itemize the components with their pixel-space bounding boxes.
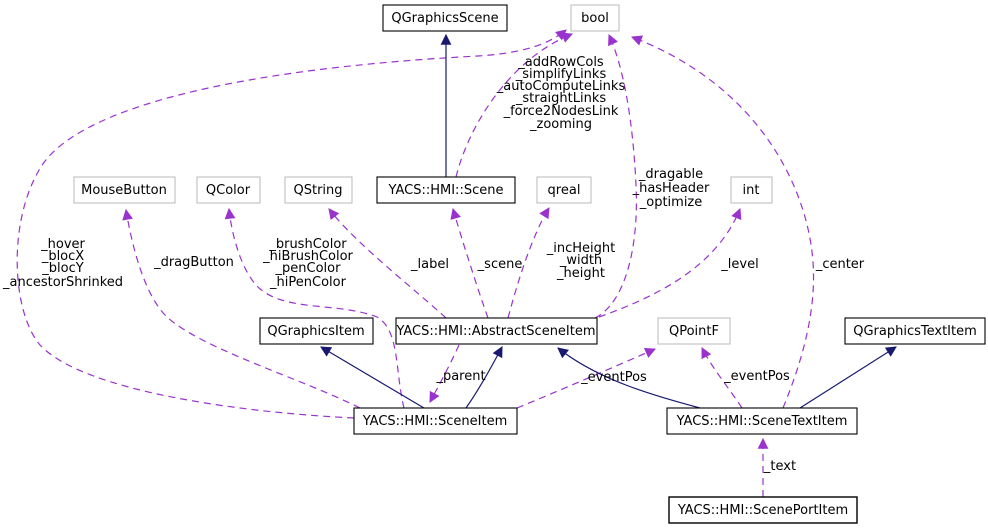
- edge-label: _autoComputeLinks: [496, 79, 626, 94]
- edge-usage-abstractsceneitem-to-qstring: [328, 208, 447, 319]
- edge-label: _hiPenColor: [269, 275, 347, 290]
- node-qgraphicstextitem[interactable]: QGraphicsTextItem: [844, 317, 986, 345]
- edge-usage-scene-to-bool: [455, 32, 574, 178]
- edge-label: _incHeight: [546, 241, 615, 256]
- edge-label: _eventPos: [580, 370, 647, 385]
- node-sceneitem-box[interactable]: [353, 407, 518, 435]
- node-qstring-box: [284, 176, 353, 204]
- node-qgraphicstextitem-label: QGraphicsTextItem: [853, 324, 977, 339]
- node-scenetextitem[interactable]: YACS::HMI::SceneTextItem: [666, 407, 858, 435]
- node-abstractsceneitem-label: YACS::HMI::AbstractSceneItem: [395, 324, 595, 339]
- node-qpointf: QPointF: [657, 317, 731, 345]
- edge-usage-abstractsceneitem-to-bool: [594, 34, 637, 319]
- edge-label: _optimize: [639, 195, 703, 210]
- edge-usage-sceneitem-to-bool: [16, 29, 567, 419]
- node-qcolor: QColor: [196, 176, 261, 204]
- edge-label: _center: [815, 257, 865, 272]
- node-scene[interactable]: YACS::HMI::Scene: [376, 176, 516, 204]
- node-qreal-box: [536, 176, 592, 204]
- edge-label: _blocY: [41, 261, 83, 276]
- edge-label: _parent: [435, 369, 485, 384]
- node-qgraphicsscene-label: QGraphicsScene: [391, 11, 498, 26]
- edge-inherit-scenetextitem-to-abstractsceneitem: [557, 347, 701, 409]
- edge-usage-scenetextitem-to-bool: [630, 35, 815, 409]
- node-qgraphicsscene[interactable]: QGraphicsScene: [382, 4, 508, 32]
- node-sceneitem[interactable]: YACS::HMI::SceneItem: [353, 407, 518, 435]
- edge-inherit-sceneitem-to-abstractsceneitem: [465, 346, 503, 409]
- node-qgraphicsitem-box[interactable]: [259, 317, 374, 345]
- node-qgraphicsscene-box[interactable]: [382, 4, 508, 32]
- node-qgraphicstextitem-box[interactable]: [844, 317, 986, 345]
- edge-label: _force2NodesLink: [503, 104, 619, 119]
- edge-inherit-sceneitem-to-qgraphicsitem: [320, 346, 425, 409]
- node-sceneportitem-current: YACS::HMI::ScenePortItem: [668, 496, 858, 524]
- node-qpointf-label: QPointF: [669, 324, 719, 339]
- node-bool-label: bool: [581, 11, 609, 26]
- edge-label: _blocX: [41, 249, 84, 264]
- edge-label: _eventPos: [723, 369, 790, 384]
- node-bool: bool: [570, 4, 620, 32]
- node-scene-label: YACS::HMI::Scene: [388, 183, 504, 198]
- edge-label: _simplifyLinks: [515, 67, 607, 82]
- edge-label: _width: [559, 253, 602, 268]
- node-scenetextitem-box[interactable]: [666, 407, 858, 435]
- edge-inherit-scenetextitem-to-qgraphicstextitem: [799, 346, 897, 409]
- edge-label: _height: [556, 266, 605, 281]
- node-scene-box[interactable]: [376, 176, 516, 204]
- edge-label: _hover: [40, 237, 85, 252]
- node-qreal-label: qreal: [548, 183, 581, 198]
- edge-usage-abstractsceneitem-to-sceneitem-parent: [429, 344, 460, 403]
- node-qcolor-box: [196, 176, 261, 204]
- edge-label: _level: [720, 257, 758, 272]
- node-sceneportitem-label: YACS::HMI::ScenePortItem: [677, 503, 848, 518]
- node-abstractsceneitem[interactable]: YACS::HMI::AbstractSceneItem: [395, 317, 598, 345]
- node-mousebutton: MouseButton: [73, 176, 176, 204]
- node-scenetextitem-label: YACS::HMI::SceneTextItem: [676, 414, 848, 429]
- node-qreal: qreal: [536, 176, 592, 204]
- node-qcolor-label: QColor: [206, 183, 251, 198]
- node-abstractsceneitem-box[interactable]: [395, 317, 598, 345]
- node-sceneportitem-box: [668, 496, 858, 524]
- node-bool-box: [570, 4, 620, 32]
- node-int-label: int: [743, 183, 760, 198]
- edge-usage-scenetextitem-to-qpointf: [701, 347, 743, 409]
- node-sceneitem-label: YACS::HMI::SceneItem: [362, 414, 508, 429]
- node-mousebutton-label: MouseButton: [81, 183, 167, 198]
- edge-label: _dragable: [638, 167, 703, 182]
- node-int: int: [730, 176, 773, 204]
- node-qstring: QString: [284, 176, 353, 204]
- node-qgraphicsitem-label: QGraphicsItem: [267, 324, 364, 339]
- edge-label: _brushColor: [268, 237, 347, 252]
- edge-label: _addRowCols: [517, 55, 604, 70]
- edge-usage-abstractsceneitem-to-int: [598, 207, 742, 318]
- node-qstring-label: QString: [293, 183, 342, 198]
- edge-label: _ancestorShrinked: [2, 275, 123, 290]
- edge-usage-sceneitem-to-qcolor: [224, 207, 405, 409]
- edge-label: _text: [763, 459, 796, 474]
- node-qgraphicsitem[interactable]: QGraphicsItem: [259, 317, 374, 345]
- edge-label: _label: [410, 257, 449, 272]
- node-int-box: [730, 176, 773, 204]
- edge-label: _zooming: [529, 117, 592, 132]
- edge-label: _hasHeader: [632, 181, 710, 196]
- edge-label: _penColor: [275, 261, 342, 276]
- edge-label: _straightLinks: [515, 91, 607, 106]
- edge-label: _hiBrushColor: [262, 249, 353, 264]
- edge-label: _dragButton: [153, 255, 234, 270]
- edge-usage-sceneitem-to-qpointf: [516, 347, 656, 409]
- edge-label: _scene: [477, 257, 523, 272]
- node-mousebutton-box: [73, 176, 176, 204]
- node-qpointf-box: [657, 317, 731, 345]
